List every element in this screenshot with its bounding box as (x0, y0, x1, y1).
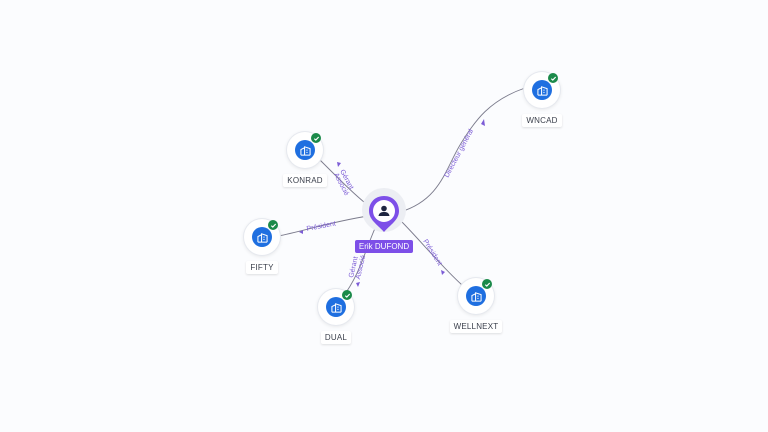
company-name[interactable]: WNCAD (522, 114, 562, 127)
person-icon (369, 196, 399, 232)
node-halo (524, 72, 560, 108)
verified-check-icon (268, 220, 278, 230)
node-halo (458, 278, 494, 314)
company-name[interactable]: KONRAD (283, 174, 327, 187)
building-icon (326, 297, 346, 317)
person-node[interactable]: Erik DUFOND (350, 188, 418, 253)
company-node-dual[interactable]: DUAL (306, 287, 366, 347)
edge-wncad (399, 87, 526, 213)
node-halo (318, 289, 354, 325)
arrow-dual (356, 282, 360, 287)
building-icon (466, 286, 486, 306)
company-name[interactable]: FIFTY (246, 261, 278, 274)
arrow-wncad (481, 119, 485, 126)
building-icon (532, 80, 552, 100)
company-name[interactable]: DUAL (320, 331, 352, 344)
edge-label-fifty: Président (306, 220, 336, 233)
edge-label-dual: Gérant Associé (348, 254, 367, 280)
company-node-wncad[interactable]: WNCAD (512, 70, 572, 130)
edge-label-wncad: Directeur général (444, 128, 476, 179)
verified-check-icon (342, 290, 352, 300)
company-name[interactable]: WELLNEXT (449, 320, 503, 333)
verified-check-icon (311, 133, 321, 143)
verified-check-icon (548, 73, 558, 83)
company-node-konrad[interactable]: KONRAD (275, 130, 335, 190)
arrow-fifty (299, 230, 303, 234)
node-halo (287, 132, 323, 168)
arrow-wellnext (441, 270, 445, 275)
building-icon (295, 140, 315, 160)
person-name[interactable]: Erik DUFOND (354, 240, 414, 253)
company-node-wellnext[interactable]: WELLNEXT (446, 276, 506, 336)
verified-check-icon (482, 279, 492, 289)
arrow-konrad (337, 162, 341, 167)
building-icon (252, 227, 272, 247)
edge-label-wellnext: Président (421, 238, 443, 267)
company-node-fifty[interactable]: FIFTY (232, 217, 292, 277)
edge-label-dual-1: Gérant (348, 256, 360, 278)
edge-fifty (277, 215, 369, 237)
node-halo (244, 219, 280, 255)
edge-wellnext (399, 219, 463, 286)
